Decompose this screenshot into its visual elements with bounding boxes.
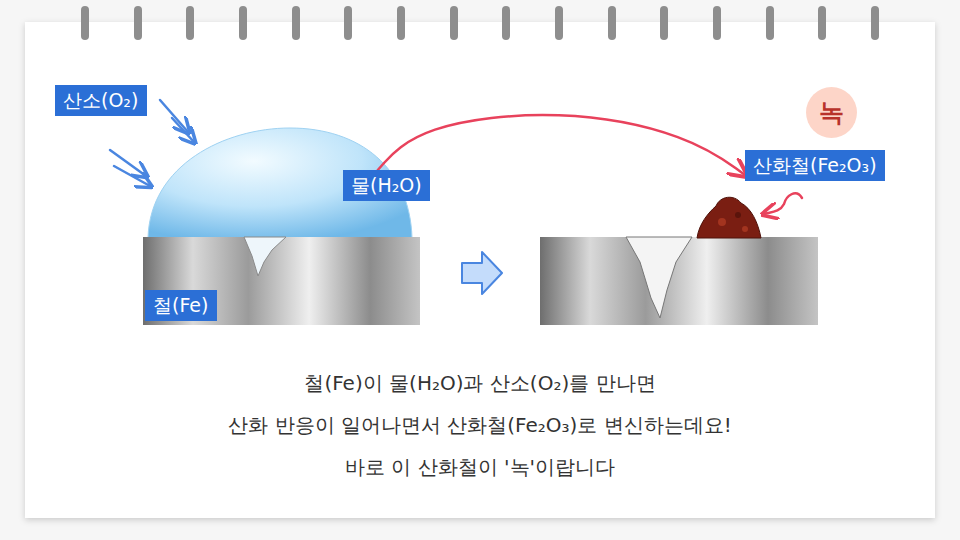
rust-badge: 녹: [805, 86, 858, 139]
node-text: 녹: [819, 96, 844, 129]
notebook-card: [25, 22, 935, 518]
spiral-rings: [81, 6, 879, 40]
rust-spot: [742, 226, 748, 232]
pointer-arrow: [764, 193, 802, 214]
iron-block: [540, 237, 818, 325]
rust-spot: [735, 212, 741, 218]
rust-spot: [718, 218, 726, 226]
iron-block: [143, 237, 420, 325]
node-text: 철(Fe): [153, 293, 209, 318]
rust-lump: [697, 197, 761, 238]
node-text: 물(H₂O): [351, 173, 422, 198]
transition-arrow: [462, 252, 502, 294]
node-text: 산소(O₂): [63, 88, 139, 113]
iron-oxide-label: 산화철(Fe₂O₃): [745, 150, 885, 181]
water-label: 물(H₂O): [343, 170, 430, 201]
crack: [626, 237, 692, 318]
circle-fill: [806, 87, 857, 138]
reaction-arrow: [378, 115, 745, 175]
node-text: 산화철(Fe₂O₃): [753, 153, 877, 178]
iron-label: 철(Fe): [145, 290, 217, 321]
caption-line: 산화 반응이 일어나면서 산화철(Fe₂O₃)로 변신하는데요!: [0, 412, 960, 438]
oxygen-label: 산소(O₂): [55, 85, 147, 116]
caption-line: 철(Fe)이 물(H₂O)과 산소(O₂)를 만나면: [0, 370, 960, 396]
crack: [244, 237, 286, 276]
caption-line: 바로 이 산화철이 '녹'이랍니다: [0, 454, 960, 480]
